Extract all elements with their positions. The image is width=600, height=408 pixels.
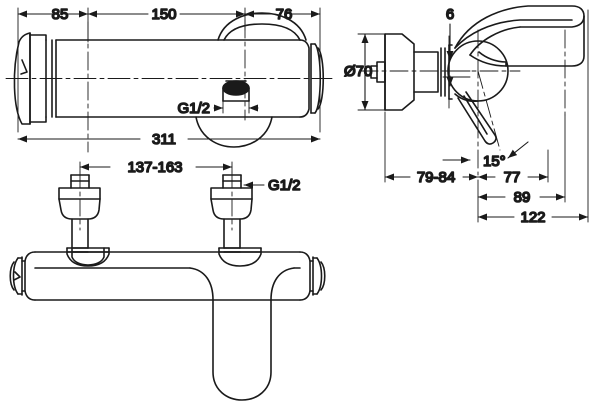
front-g12-dimension bbox=[213, 95, 259, 114]
front-g12-label: G1/2 bbox=[177, 100, 210, 117]
dim-76-label: 76 bbox=[276, 6, 293, 23]
dim-137-163 bbox=[79, 161, 233, 173]
plan-g12-label: G1/2 bbox=[268, 177, 301, 194]
dim-d70 bbox=[357, 33, 386, 111]
side-elevation-geometry bbox=[359, 5, 585, 176]
dim-6 bbox=[442, 23, 471, 87]
front-elevation-geometry bbox=[5, 7, 333, 153]
dim-150-label: 150 bbox=[151, 6, 176, 23]
dim-77-label: 77 bbox=[504, 169, 521, 186]
dim-79-84-label: 79-84 bbox=[417, 169, 455, 186]
dim-85-label: 85 bbox=[52, 6, 69, 23]
dim-15deg-label: 15° bbox=[483, 153, 506, 170]
dim-6-label: 6 bbox=[446, 6, 454, 23]
dim-122 bbox=[477, 9, 589, 223]
dim-122-label: 122 bbox=[520, 209, 545, 226]
plan-view-geometry bbox=[9, 171, 326, 401]
dim-d70-label: Ø70 bbox=[344, 63, 372, 80]
dim-15deg bbox=[442, 70, 529, 164]
dim-311-label: 311 bbox=[152, 131, 176, 148]
dim-89-label: 89 bbox=[514, 189, 531, 206]
dim-89 bbox=[477, 114, 566, 203]
dim-depth-chain bbox=[384, 111, 549, 183]
dim-137-163-label: 137-163 bbox=[127, 159, 182, 176]
